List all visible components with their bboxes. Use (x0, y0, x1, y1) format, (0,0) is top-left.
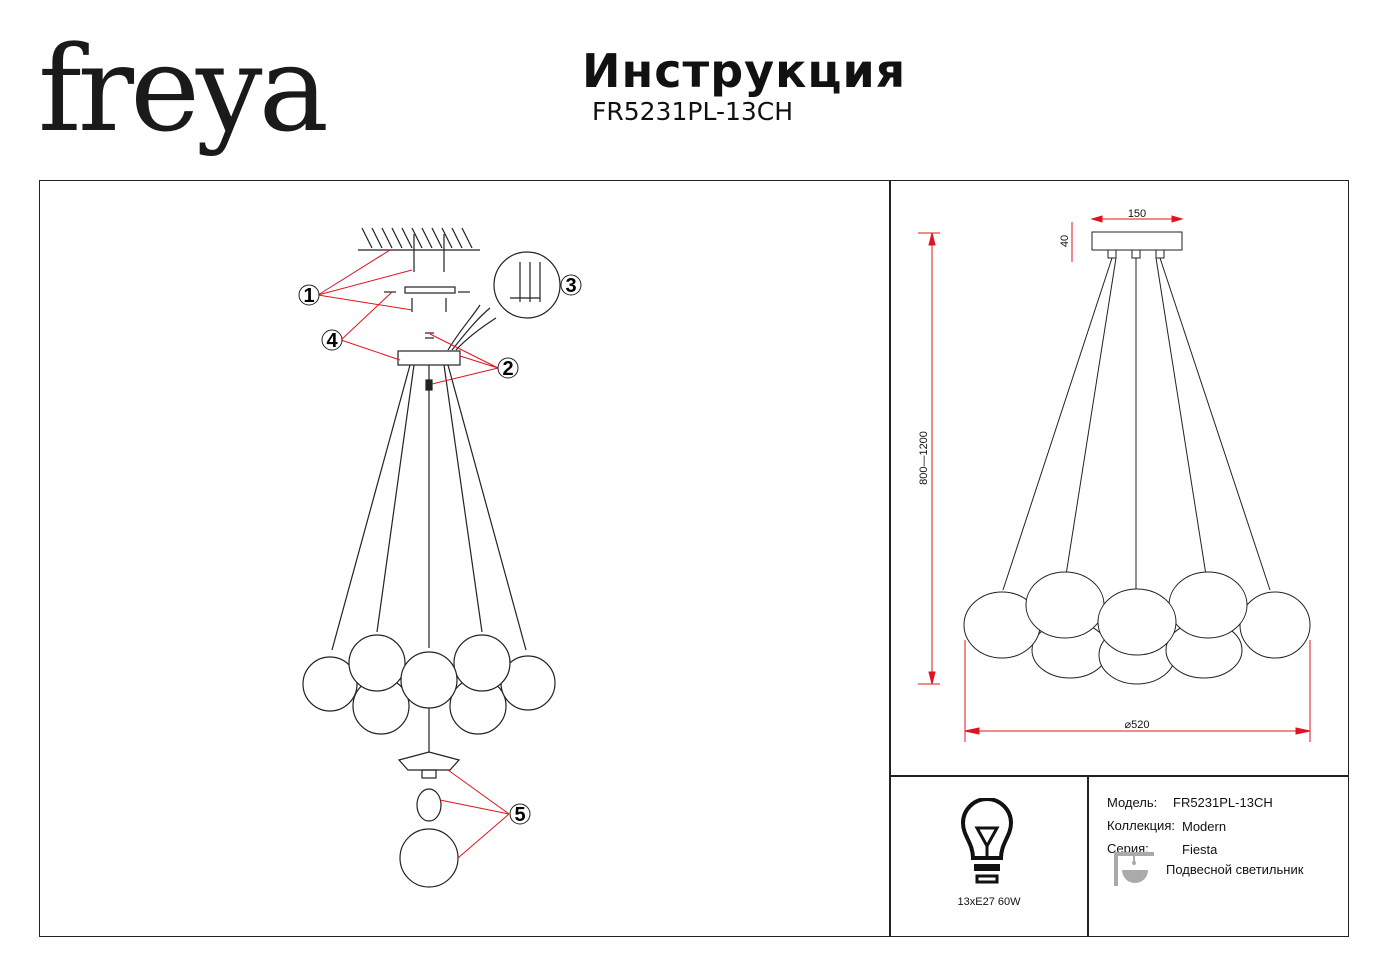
svg-text:3: 3 (565, 275, 576, 297)
height-dimension: 40 (1059, 235, 1071, 247)
collection-value: Modern (1182, 819, 1227, 834)
bulb-icon (960, 798, 1014, 884)
callout-1: 1 (298, 284, 320, 307)
callout-2: 2 (497, 357, 519, 380)
dimension-lines (918, 215, 1311, 742)
pendant-lamp-icon (1114, 852, 1154, 886)
brand-logo: freya (38, 20, 329, 158)
callout-4: 4 (321, 329, 343, 352)
assembly-drawing: 1 4 3 2 5 (298, 227, 582, 888)
dimension-drawing: 150 40 800—1200 ⌀520 (918, 208, 1311, 742)
svg-text:1: 1 (303, 285, 314, 307)
model-value: FR5231PL-13CH (1173, 795, 1273, 810)
callout-5: 5 (509, 803, 531, 826)
page-title: Инструкция (582, 44, 907, 98)
ceiling-hatch (358, 227, 480, 251)
svg-text:5: 5 (514, 804, 525, 826)
diameter-dimension: ⌀520 (1125, 719, 1150, 731)
assembly-panel: 1 4 3 2 5 (39, 180, 891, 937)
lamp-spec: 13xE27 60W (957, 896, 1021, 908)
drop-dimension: 800—1200 (918, 431, 930, 485)
callout-3: 3 (560, 274, 582, 297)
model-label: Модель: (1107, 795, 1158, 810)
product-info-panel: Модель: FR5231PL-13CH Коллекция: Modern … (1087, 775, 1349, 937)
svg-text:4: 4 (326, 330, 338, 352)
width-dimension: 150 (1128, 208, 1146, 220)
lamp-spec-panel: 13xE27 60W (889, 775, 1089, 937)
dimensions-panel: 150 40 800—1200 ⌀520 (889, 180, 1349, 777)
type-value: Подвесной светильник (1166, 862, 1304, 877)
model-heading: FR5231PL-13CH (592, 97, 794, 126)
series-value: Fiesta (1182, 842, 1218, 857)
svg-text:2: 2 (502, 358, 513, 380)
collection-label: Коллекция: (1107, 818, 1175, 833)
